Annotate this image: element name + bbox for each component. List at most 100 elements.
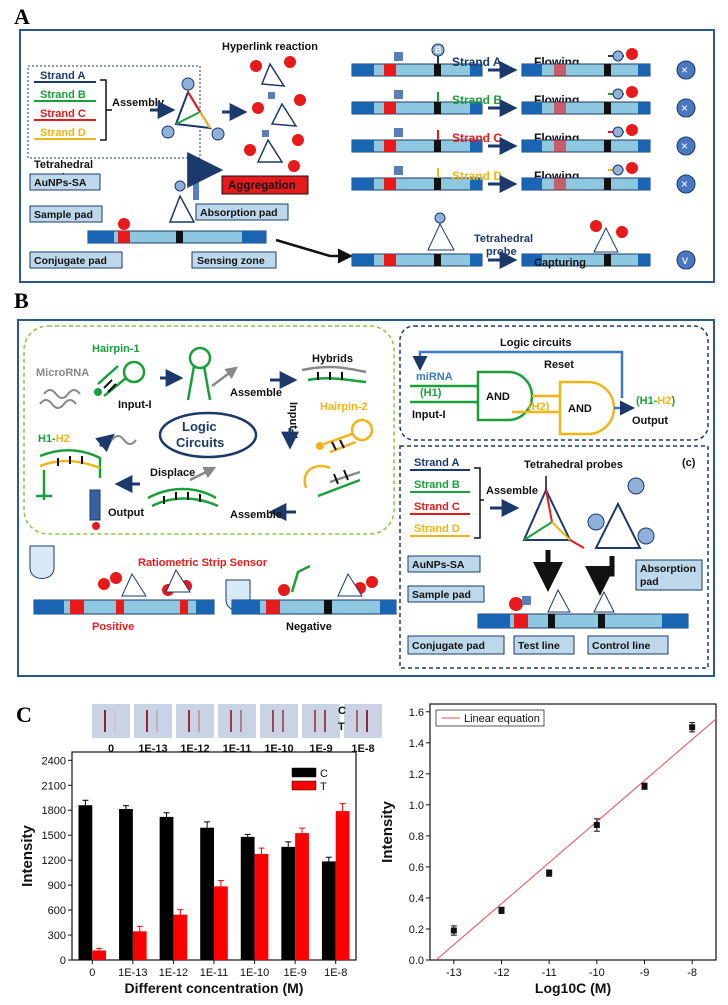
- x-mark-icon: [676, 136, 696, 156]
- bar-C: [281, 846, 296, 960]
- strand-row-label: Strand B: [452, 93, 502, 107]
- control-band: [104, 710, 106, 732]
- aggregation-arrow: [187, 152, 224, 200]
- strand-row-label: Strand C: [452, 131, 502, 145]
- panel-a-letter: A: [14, 4, 30, 29]
- strip-label: 1E-12: [180, 743, 209, 755]
- hybrid-icon: [301, 365, 367, 384]
- svg-text:Conjugate pad: Conjugate pad: [34, 255, 107, 267]
- data-point: [546, 870, 553, 877]
- fit-line: [435, 718, 717, 961]
- check-mark-icon: [676, 250, 696, 270]
- strand-a-label: Strand A: [40, 70, 85, 82]
- y-tick-label: 0.0: [409, 955, 424, 967]
- strip-photo: 1E-12: [176, 704, 214, 755]
- yellow-complex-icon: [303, 464, 361, 498]
- x-tick-label: -9: [640, 967, 650, 979]
- svg-text:Conjugate pad: Conjugate pad: [412, 640, 485, 652]
- capture-row: v: [351, 212, 696, 270]
- tetra-sensor-box: [399, 445, 709, 669]
- x-tick-label: -13: [446, 967, 462, 979]
- assemble-label-1: Assemble: [230, 387, 282, 399]
- test-band: [156, 710, 158, 732]
- y-tick-label: 0.6: [409, 862, 424, 874]
- y-tick-label: 1.6: [409, 707, 424, 719]
- y-tick-label: 1800: [42, 805, 66, 817]
- strip-label: 0: [108, 743, 114, 755]
- test-band: [240, 710, 242, 732]
- svg-text:Sensing zone: Sensing zone: [197, 255, 265, 267]
- test-strip-a: [87, 180, 267, 244]
- strand-row-label: Strand D: [452, 169, 502, 183]
- aunps-sa-box-b: AuNPs-SA: [407, 555, 481, 573]
- h2-input-label: (H2): [528, 401, 550, 413]
- y-tick-label: 1.4: [409, 738, 424, 750]
- x-axis-label: Different concentration (M): [125, 980, 304, 996]
- hybrids-label: Hybrids: [312, 353, 353, 365]
- logic-circuits-box: [399, 325, 709, 441]
- control-band: [146, 710, 148, 732]
- and1-label: AND: [486, 391, 510, 403]
- bar-C: [159, 816, 174, 960]
- control-band: [188, 710, 190, 732]
- test-band: [198, 710, 200, 732]
- test-strip-b: [477, 588, 689, 629]
- data-point: [641, 783, 648, 790]
- absorption-pad-box: Absorption pad: [195, 203, 289, 221]
- legend-box: [435, 709, 545, 727]
- svg-text:pad: pad: [640, 576, 659, 588]
- x-tick-label: -8: [687, 967, 697, 979]
- y-tick-label: 1200: [42, 855, 66, 867]
- bar-C: [78, 805, 93, 960]
- test-band: [282, 710, 284, 732]
- strand-row-label: Strand A: [452, 55, 502, 69]
- scatter-chart: 0.00.20.40.60.81.01.21.41.6-13-12-11-10-…: [379, 703, 717, 996]
- strip-photo: 0: [92, 704, 130, 755]
- strip-label: 1E-13: [138, 743, 167, 755]
- bar-T: [173, 914, 188, 960]
- svg-text:AuNPs-SA: AuNPs-SA: [34, 177, 87, 189]
- svg-text:Strand D: Strand D: [414, 523, 460, 535]
- bar-T: [295, 833, 309, 960]
- tetra-probes-label: Tetrahedral probes: [524, 459, 623, 471]
- x-axis-label: Log10C (M): [535, 980, 611, 996]
- x-mark-label: ×: [681, 139, 688, 153]
- legend-label: Linear equation: [464, 713, 540, 725]
- hyperlink-title: Hyperlink reaction: [222, 41, 318, 53]
- mirna-label: miRNA: [416, 371, 453, 383]
- conjugate-pad-box-b: Conjugate pad: [407, 635, 505, 655]
- bar-C: [200, 827, 214, 960]
- x-tick-label: 1E-12: [159, 967, 188, 979]
- y-tick-label: 0: [60, 955, 66, 967]
- test-line-box: Test line: [513, 635, 575, 655]
- and-gate-1: [476, 370, 534, 422]
- scatter-legend: Linear equation: [435, 709, 545, 727]
- tetra-right-label: Tetrahedral: [474, 233, 533, 245]
- x-tick-label: -12: [494, 967, 510, 979]
- x-mark-label: ×: [681, 63, 688, 77]
- bar-T: [254, 853, 269, 960]
- strand-d-label: Strand D: [40, 127, 86, 139]
- data-point: [689, 724, 696, 731]
- x-tick-label: 1E-13: [118, 967, 147, 979]
- strip-label: 1E-10: [264, 743, 293, 755]
- y-tick-label: 900: [48, 880, 66, 892]
- c-label: (c): [682, 457, 696, 469]
- strand-list-a: Strand A Strand B Strand C Strand D: [34, 70, 112, 141]
- h1-input-label: (H1): [420, 387, 442, 399]
- input1-logic-label: Input-I: [412, 409, 446, 421]
- tetrahedral-probe-icon: [161, 77, 225, 141]
- microrna-label: MicroRNA: [36, 367, 89, 379]
- svg-text:Test line: Test line: [518, 640, 560, 652]
- y-tick-label: 300: [48, 930, 66, 942]
- displace-label: Displace: [150, 467, 195, 479]
- data-point: [593, 822, 600, 829]
- logic-oval-text-2: Circuits: [176, 435, 224, 450]
- reset-arrow: [412, 350, 624, 398]
- bar-C: [321, 861, 336, 960]
- check-mark-label: v: [682, 253, 688, 267]
- strip-c-label: C: [338, 705, 346, 717]
- bar-C: [119, 808, 133, 960]
